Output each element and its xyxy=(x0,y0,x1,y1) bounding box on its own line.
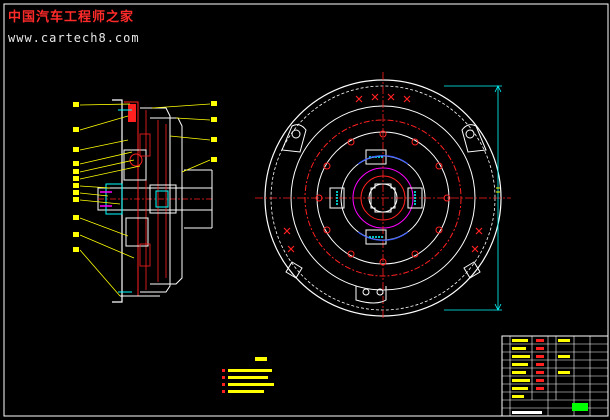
technical-notes xyxy=(222,357,274,393)
item-labels-left xyxy=(73,101,217,252)
clutch-section-view xyxy=(97,99,214,303)
watermark-title: 中国汽车工程师之家 xyxy=(8,10,135,25)
clutch-front-view xyxy=(255,72,511,320)
leader-lines-left xyxy=(79,103,211,297)
title-block xyxy=(501,335,609,417)
sheet-frame xyxy=(3,3,609,417)
watermark-url: www.cartech8.com xyxy=(8,31,140,45)
